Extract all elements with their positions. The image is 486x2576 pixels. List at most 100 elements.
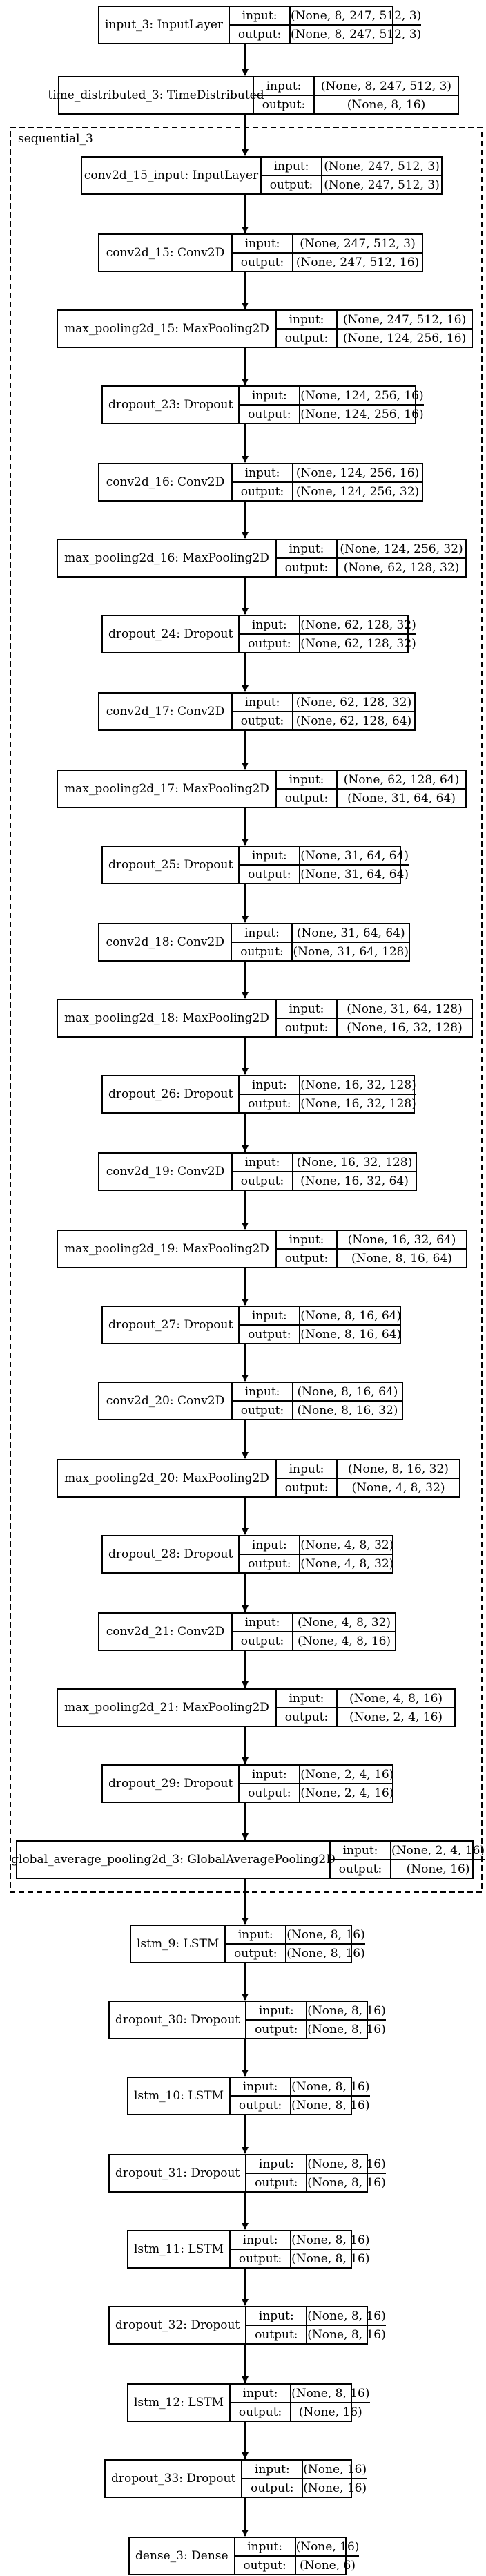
layer-input-row: input:(None, 62, 128, 32) — [240, 616, 416, 633]
layer-output-label: output: — [233, 483, 293, 500]
layer-input-shape: (None, 4, 8, 32) — [300, 1538, 394, 1552]
layer-input-shape: (None, 8, 16, 64) — [300, 1308, 402, 1323]
layer-input-shape: (None, 8, 247, 512, 3) — [320, 79, 452, 93]
layer-input-shape: (None, 31, 64, 64) — [300, 848, 409, 863]
layer-output-shape: (None, 31, 64, 64) — [300, 867, 409, 881]
layer-output-row: output:(None, 8, 16) — [231, 2249, 370, 2267]
layer-input-label: input: — [246, 2002, 308, 2019]
layer-input-label: input: — [277, 1690, 338, 1707]
layer-input-row: input:(None, 8, 16) — [226, 1926, 365, 1943]
layer-output-row: output:(None, 124, 256, 16) — [240, 404, 424, 423]
layer-input-shape: (None, 2, 4, 16) — [300, 1767, 394, 1782]
layer-output-row: output:(None, 16, 32, 64) — [233, 1171, 416, 1190]
layer-output-row: output:(None, 124, 256, 16) — [277, 328, 472, 347]
layer-name: conv2d_21: Conv2D — [99, 1614, 233, 1650]
layer-output-row: output:(None, 16) — [242, 2478, 367, 2497]
layer-input-shape: (None, 62, 128, 32) — [300, 618, 416, 632]
layer-output-shape: (None, 8, 16) — [307, 2327, 386, 2342]
layer-input-label: input: — [240, 387, 301, 404]
layer-output-label: output: — [240, 866, 301, 883]
layer-input-row: input:(None, 8, 16) — [246, 2307, 386, 2325]
layer-input-label: input: — [240, 847, 301, 864]
layer-input-row: input:(None, 247, 512, 3) — [233, 235, 422, 252]
layer-output-shape: (None, 8, 16) — [347, 97, 426, 112]
layer-input-label: input: — [231, 2385, 292, 2402]
layer-output-shape: (None, 4, 8, 32) — [300, 1556, 394, 1571]
layer-input-label: input: — [240, 1076, 301, 1094]
layer-output-shape: (None, 16) — [406, 1862, 470, 1876]
layer-output-label: output: — [277, 790, 338, 807]
layer-output-label: output: — [233, 254, 293, 271]
layer-input-row: input:(None, 16) — [242, 2461, 367, 2478]
layer-input-shape: (None, 16) — [303, 2462, 367, 2477]
layer-input-label: input: — [240, 1766, 301, 1783]
layer-input-label: input: — [233, 1383, 293, 1400]
layer-output-label: output: — [277, 330, 338, 347]
layer-output-shape: (None, 8, 16) — [291, 2098, 370, 2112]
layer-input-shape: (None, 8, 16) — [307, 2003, 386, 2018]
layer-output-shape: (None, 8, 16) — [307, 2022, 386, 2036]
layer-node-global-average-pooling2d-3: global_average_pooling2d_3: GlobalAverag… — [11, 1840, 485, 1879]
layer-output-label: output: — [246, 2326, 308, 2343]
layer-input-label: input: — [235, 2538, 296, 2555]
layer-output-row: output:(None, 8, 16) — [246, 2173, 386, 2191]
layer-name: max_pooling2d_21: MaxPooling2D — [58, 1690, 277, 1726]
layer-output-row: output:(None, 31, 64, 64) — [240, 864, 409, 883]
layer-input-label: input: — [233, 1614, 293, 1631]
layer-input-label: input: — [233, 464, 293, 481]
layer-output-label: output: — [277, 1250, 338, 1267]
layer-output-row: output:(None, 62, 128, 32) — [277, 557, 465, 576]
layer-input-row: input:(None, 16) — [235, 2538, 359, 2555]
layer-output-shape: (None, 4, 8, 16) — [297, 1634, 391, 1648]
layer-output-shape: (None, 4, 8, 32) — [351, 1480, 445, 1495]
layer-input-shape: (None, 16, 32, 64) — [347, 1232, 456, 1247]
layer-name: dropout_27: Dropout — [103, 1307, 240, 1343]
layer-output-shape: (None, 16, 32, 128) — [347, 1020, 463, 1035]
layer-output-label: output: — [262, 176, 322, 193]
layer-name: dense_3: Dense — [130, 2538, 235, 2574]
layer-input-row: input:(None, 8, 247, 512, 3) — [230, 7, 421, 24]
layer-input-shape: (None, 31, 64, 64) — [296, 926, 405, 940]
layer-input-row: input:(None, 8, 16) — [231, 2078, 370, 2095]
layer-input-row: input:(None, 8, 16) — [246, 2155, 386, 2173]
cluster-label: sequential_3 — [18, 132, 93, 146]
layer-input-label: input: — [231, 2231, 292, 2249]
layer-output-row: output:(None, 8, 16) — [254, 95, 458, 113]
layer-name: global_average_pooling2d_3: GlobalAverag… — [11, 1842, 336, 1878]
layer-output-shape: (None, 8, 247, 512, 3) — [291, 27, 422, 41]
layer-input-row: input:(None, 8, 16) — [231, 2385, 370, 2402]
layer-output-row: output:(None, 6) — [235, 2555, 360, 2574]
layer-input-shape: (None, 16, 32, 128) — [300, 1078, 416, 1092]
layer-input-label: input: — [233, 1154, 293, 1171]
layer-output-row: output:(None, 8, 247, 512, 3) — [230, 24, 422, 43]
layer-output-row: output:(None, 2, 4, 16) — [240, 1783, 394, 1802]
layer-output-row: output:(None, 4, 8, 32) — [277, 1478, 459, 1496]
layer-input-label: input: — [277, 540, 338, 557]
layer-input-label: input: — [232, 924, 293, 942]
layer-input-label: input: — [254, 77, 315, 95]
layer-input-row: input:(None, 16, 32, 128) — [233, 1154, 416, 1171]
layer-output-row: output:(None, 8, 16, 64) — [277, 1248, 466, 1267]
layer-output-shape: (None, 8, 16) — [286, 1946, 365, 1960]
layer-name: dropout_26: Dropout — [103, 1076, 240, 1112]
layer-output-shape: (None, 247, 512, 16) — [295, 255, 420, 269]
layer-name: max_pooling2d_19: MaxPooling2D — [58, 1231, 277, 1267]
layer-output-shape: (None, 124, 256, 16) — [300, 407, 424, 421]
layer-output-shape: (None, 62, 128, 64) — [295, 714, 412, 728]
